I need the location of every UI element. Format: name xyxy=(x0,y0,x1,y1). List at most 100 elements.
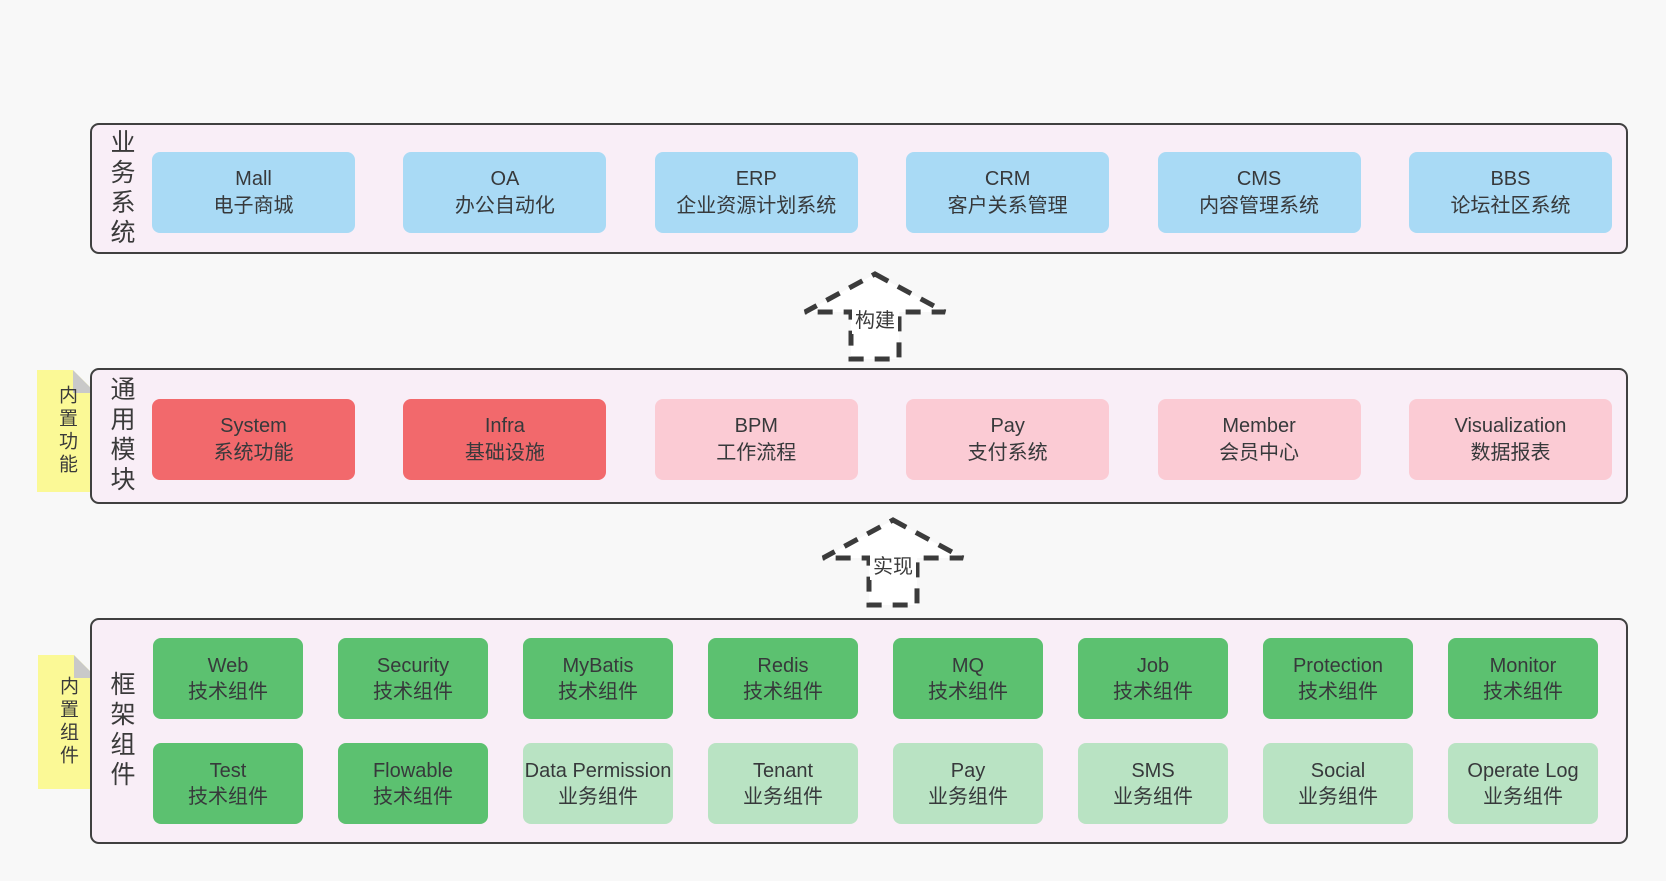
box-name: SMS xyxy=(1131,759,1175,782)
box-name: Security xyxy=(376,654,450,677)
box-desc: 技术组件 xyxy=(188,680,268,703)
box-infra: Infra 基础设施 xyxy=(403,399,607,480)
box-erp: ERP 企业资源计划系统 xyxy=(654,152,858,233)
box-pay-module: Pay 支付系统 xyxy=(906,399,1110,480)
box-security: Security 技术组件 xyxy=(338,638,488,719)
box-desc: 办公自动化 xyxy=(454,194,555,217)
box-desc: 技术组件 xyxy=(188,785,268,808)
panel-label: 框架组件 xyxy=(107,671,135,791)
box-name: CRM xyxy=(984,167,1031,190)
box-desc: 系统功能 xyxy=(213,441,294,464)
box-mall: Mall 电子商城 xyxy=(152,152,355,233)
box-desc: 支付系统 xyxy=(967,441,1048,464)
box-cms: CMS 内容管理系统 xyxy=(1157,152,1361,233)
box-desc: 技术组件 xyxy=(928,680,1008,703)
sticky-note-built-in-features: 内置功能 xyxy=(37,370,96,492)
box-desc: 业务组件 xyxy=(743,785,823,808)
box-desc: 论坛社区系统 xyxy=(1450,194,1571,217)
framework-components-panel: 框架组件 Web 技术组件 Security 技术组件 MyBatis 技术组件… xyxy=(90,618,1628,844)
box-data-permission: Data Permission 业务组件 xyxy=(523,743,673,824)
business-systems-panel: 业务系统 Mall 电子商城 OA 办公自动化 ERP 企业资源计划系统 CRM… xyxy=(90,123,1628,254)
note-text: 内置组件 xyxy=(57,676,78,768)
box-oa: OA 办公自动化 xyxy=(403,152,607,233)
box-member: Member 会员中心 xyxy=(1157,399,1361,480)
box-name: Mall xyxy=(235,167,272,190)
box-bpm: BPM 工作流程 xyxy=(654,399,858,480)
box-name: Tenant xyxy=(752,759,814,782)
panel-label: 通用模块 xyxy=(107,376,135,496)
box-name: Pay xyxy=(990,414,1025,437)
box-web: Web 技术组件 xyxy=(153,638,303,719)
box-name: Redis xyxy=(757,654,809,677)
box-name: Operate Log xyxy=(1467,759,1579,782)
box-desc: 业务组件 xyxy=(558,785,638,808)
box-desc: 技术组件 xyxy=(373,785,453,808)
box-desc: 数据报表 xyxy=(1470,441,1551,464)
box-name: Member xyxy=(1222,414,1296,437)
box-desc: 技术组件 xyxy=(373,680,453,703)
box-desc: 基础设施 xyxy=(464,441,545,464)
box-desc: 客户关系管理 xyxy=(947,194,1068,217)
box-name: BPM xyxy=(734,414,778,437)
box-visualization: Visualization 数据报表 xyxy=(1408,399,1612,480)
common-modules-panel: 通用模块 System 系统功能 Infra 基础设施 BPM 工作流程 Pay… xyxy=(90,368,1628,504)
build-arrow: 构建 xyxy=(795,270,955,365)
box-desc: 业务组件 xyxy=(928,785,1008,808)
framework-components-row-1: Web 技术组件 Security 技术组件 MyBatis 技术组件 Redi… xyxy=(153,638,1598,719)
box-name: BBS xyxy=(1490,167,1531,190)
box-flowable: Flowable 技术组件 xyxy=(338,743,488,824)
box-monitor: Monitor 技术组件 xyxy=(1448,638,1598,719)
box-desc: 会员中心 xyxy=(1219,441,1300,464)
box-desc: 技术组件 xyxy=(1113,680,1193,703)
box-name: MyBatis xyxy=(562,654,634,677)
box-mq: MQ 技术组件 xyxy=(893,638,1043,719)
arrow-label: 实现 xyxy=(870,555,916,580)
box-crm: CRM 客户关系管理 xyxy=(906,152,1110,233)
box-job: Job 技术组件 xyxy=(1078,638,1228,719)
box-name: System xyxy=(220,414,287,437)
box-name: Test xyxy=(209,759,247,782)
box-sms: SMS 业务组件 xyxy=(1078,743,1228,824)
box-desc: 技术组件 xyxy=(743,680,823,703)
box-name: CMS xyxy=(1236,167,1282,190)
framework-components-row-2: Test 技术组件 Flowable 技术组件 Data Permission … xyxy=(153,743,1598,824)
box-tenant: Tenant 业务组件 xyxy=(708,743,858,824)
box-operate-log: Operate Log 业务组件 xyxy=(1448,743,1598,824)
box-protection: Protection 技术组件 xyxy=(1263,638,1413,719)
box-desc: 业务组件 xyxy=(1483,785,1563,808)
box-desc: 电子商城 xyxy=(213,194,294,217)
box-desc: 技术组件 xyxy=(558,680,638,703)
box-test: Test 技术组件 xyxy=(153,743,303,824)
common-modules-row: System 系统功能 Infra 基础设施 BPM 工作流程 Pay 支付系统… xyxy=(152,399,1612,480)
box-name: Monitor xyxy=(1489,654,1557,677)
box-name: Job xyxy=(1136,654,1170,677)
box-desc: 工作流程 xyxy=(716,441,797,464)
box-mybatis: MyBatis 技术组件 xyxy=(523,638,673,719)
box-name: Infra xyxy=(484,414,525,437)
panel-label: 业务系统 xyxy=(107,128,135,249)
box-desc: 技术组件 xyxy=(1298,680,1378,703)
implement-arrow: 实现 xyxy=(813,516,973,611)
box-name: OA xyxy=(490,167,520,190)
sticky-note-built-in-components: 内置组件 xyxy=(38,655,97,789)
box-name: Protection xyxy=(1292,654,1384,677)
box-pay-component: Pay 业务组件 xyxy=(893,743,1043,824)
box-desc: 企业资源计划系统 xyxy=(676,194,837,217)
box-name: MQ xyxy=(951,654,985,677)
box-desc: 技术组件 xyxy=(1483,680,1563,703)
box-name: Social xyxy=(1310,759,1366,782)
box-redis: Redis 技术组件 xyxy=(708,638,858,719)
box-desc: 内容管理系统 xyxy=(1199,194,1320,217)
box-social: Social 业务组件 xyxy=(1263,743,1413,824)
box-bbs: BBS 论坛社区系统 xyxy=(1408,152,1612,233)
box-name: Pay xyxy=(950,759,986,782)
box-desc: 业务组件 xyxy=(1298,785,1378,808)
box-name: Flowable xyxy=(372,759,454,782)
box-system: System 系统功能 xyxy=(152,399,355,480)
box-name: Visualization xyxy=(1454,414,1567,437)
box-name: ERP xyxy=(735,167,777,190)
box-name: Web xyxy=(207,654,249,677)
business-systems-row: Mall 电子商城 OA 办公自动化 ERP 企业资源计划系统 CRM 客户关系… xyxy=(152,152,1612,233)
box-desc: 业务组件 xyxy=(1113,785,1193,808)
